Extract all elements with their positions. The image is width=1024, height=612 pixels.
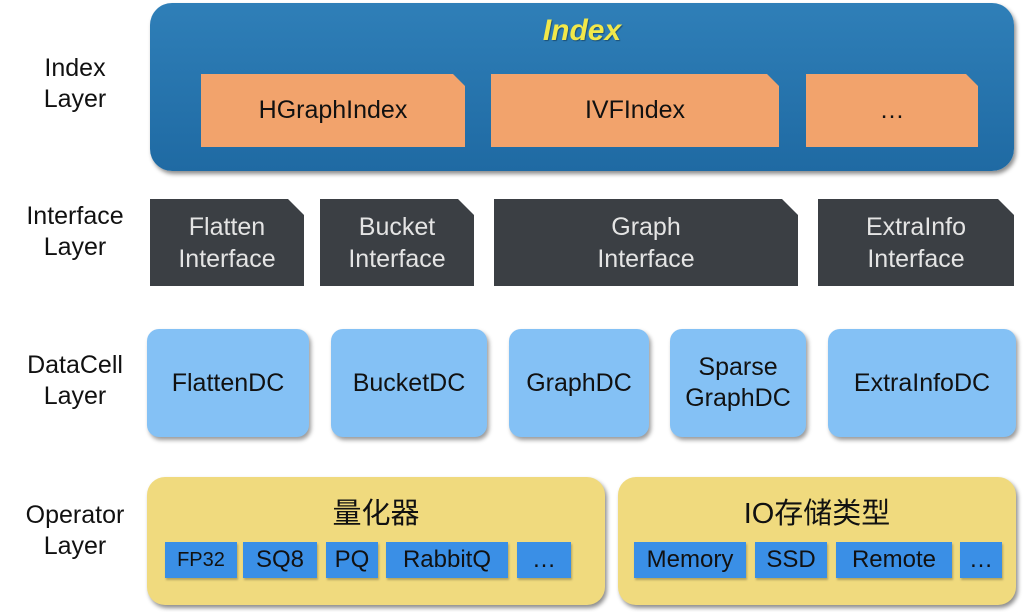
flatten-interface-box: Flatten Interface: [150, 199, 304, 286]
index-title: Index: [542, 14, 622, 47]
ssd-chip: SSD: [755, 542, 827, 578]
flattendc-box: FlattenDC: [147, 329, 309, 437]
extrainfodc-box: ExtraInfoDC: [828, 329, 1016, 437]
interface-layer-label-line2: Layer: [43, 233, 107, 261]
extrainfo-interface-line2: Interface: [867, 244, 965, 273]
graph-interface-line2: Interface: [597, 244, 695, 273]
index-layer-label: Index Layer: [0, 53, 150, 115]
sq8-chip: SQ8: [243, 542, 317, 578]
graph-interface-box: Graph Interface: [494, 199, 798, 286]
pq-chip: PQ: [326, 542, 378, 578]
more-quantizer-chip: …: [517, 542, 571, 578]
interface-layer-label-line1: Interface: [26, 202, 124, 230]
hgraphindex-box: HGraphIndex: [201, 74, 465, 147]
sparse-graphdc-line2: GraphDC: [685, 384, 791, 412]
graphdc-box: GraphDC: [509, 329, 649, 437]
rabbitq-chip: RabbitQ: [386, 542, 508, 578]
remote-chip: Remote: [836, 542, 952, 578]
fp32-chip: FP32: [165, 542, 237, 578]
extrainfo-interface-box: ExtraInfo Interface: [818, 199, 1014, 286]
operator-layer-label-line2: Layer: [43, 532, 107, 560]
ivfindex-box: IVFIndex: [491, 74, 779, 147]
quantizer-title: 量化器: [332, 498, 420, 530]
index-layer-label-line2: Layer: [43, 85, 107, 113]
bucket-interface-line2: Interface: [348, 244, 446, 273]
bucketdc-label: BucketDC: [352, 368, 466, 397]
sparse-graphdc-line1: Sparse: [698, 353, 778, 381]
quantizer-panel: [147, 477, 605, 605]
graphdc-label: GraphDC: [526, 368, 632, 397]
datacell-layer-label-line1: DataCell: [27, 351, 123, 379]
io-storage-title: IO存储类型: [743, 498, 891, 530]
index-layer-label-line1: Index: [44, 54, 106, 82]
io-storage-panel: [618, 477, 1016, 605]
bucket-interface-box: Bucket Interface: [320, 199, 474, 286]
sparse-graphdc-box: Sparse GraphDC: [670, 329, 806, 437]
more-index-box: …: [806, 74, 978, 147]
flatten-interface-line1: Flatten: [188, 212, 266, 241]
extrainfo-interface-line1: ExtraInfo: [865, 212, 967, 241]
bucketdc-box: BucketDC: [331, 329, 487, 437]
more-io-chip: …: [960, 542, 1002, 578]
graph-interface-line1: Graph: [611, 212, 681, 241]
operator-layer-label: Operator Layer: [0, 500, 150, 562]
extrainfodc-label: ExtraInfoDC: [853, 368, 991, 397]
flattendc-label: FlattenDC: [171, 368, 285, 397]
datacell-layer-label: DataCell Layer: [0, 350, 150, 412]
operator-layer-label-line1: Operator: [25, 501, 125, 529]
flatten-interface-line2: Interface: [178, 244, 276, 273]
datacell-layer-label-line2: Layer: [43, 382, 107, 410]
memory-chip: Memory: [634, 542, 746, 578]
interface-layer-label: Interface Layer: [0, 201, 150, 263]
bucket-interface-line1: Bucket: [358, 212, 436, 241]
